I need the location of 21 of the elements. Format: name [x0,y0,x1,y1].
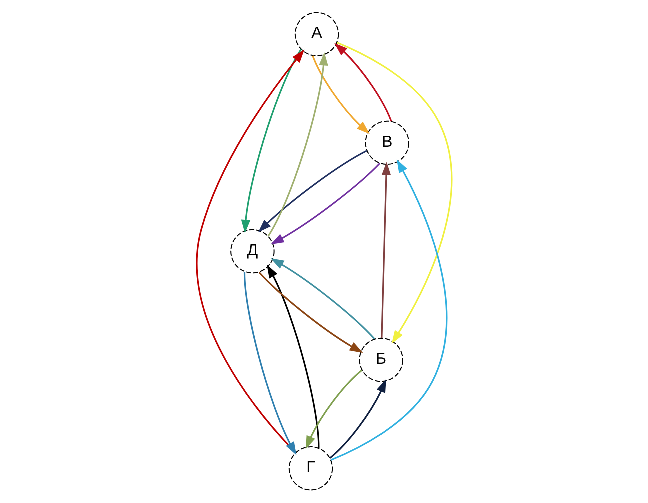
node-circle: А [294,12,339,57]
arrow [334,43,392,122]
node-circle: Б [358,338,403,382]
arrow [270,258,375,340]
arrow [312,56,370,134]
arrow [266,264,320,448]
arrow [240,49,302,234]
arrow [336,42,452,344]
arrow [196,50,304,454]
arrow [270,162,380,245]
arrow [330,160,448,462]
node-circle: В [364,120,409,166]
arrow [305,370,362,450]
arrow [380,162,391,338]
arrow [258,272,363,354]
arrow [329,379,386,459]
node-circle: Д [230,229,274,274]
arrow [243,272,296,456]
node-circle: Г [288,446,333,491]
arrow [258,150,367,233]
arrow [267,52,328,237]
